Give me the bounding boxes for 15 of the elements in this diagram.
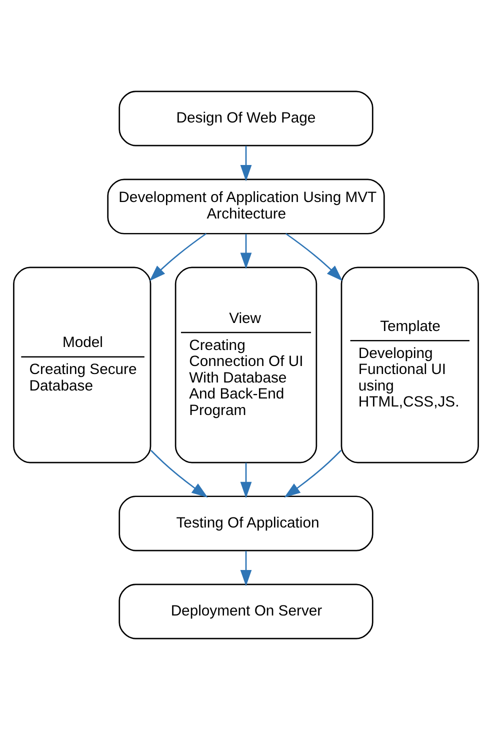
arrow	[150, 449, 208, 498]
arrow	[240, 145, 252, 181]
node-box: Design Of Web Page	[118, 90, 374, 146]
arrow	[240, 550, 252, 586]
node-box: Deployment On Server	[118, 583, 374, 639]
arrow	[149, 232, 207, 281]
node-box: Testing Of Application	[118, 495, 374, 551]
node-box: Template Developing Functional UI using HTML,CSS,JS.	[340, 266, 479, 463]
node-box: Model Creating Secure Database	[13, 266, 152, 463]
node-box: View Creating Connection Of UI With Database And Back-End Program	[174, 266, 318, 463]
arrow	[285, 232, 343, 281]
arrow	[240, 233, 252, 269]
arrow	[240, 462, 252, 498]
arrow	[284, 449, 342, 498]
node-box: Development of Application Using MVT Architecture	[107, 178, 385, 234]
